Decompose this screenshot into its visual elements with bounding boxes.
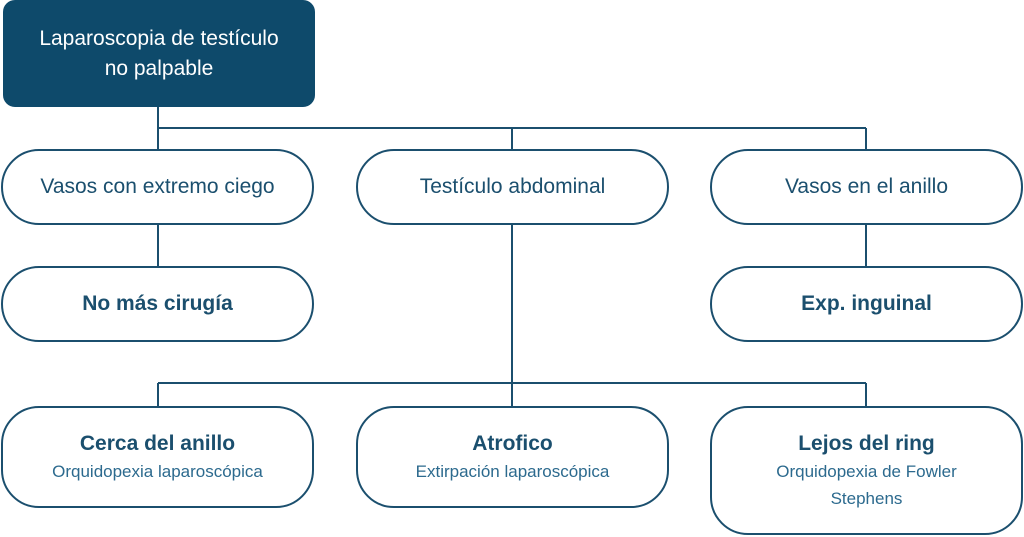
node-label: Vasos con extremo ciego: [40, 175, 275, 198]
root-line-1: Laparoscopia de testículo: [39, 26, 279, 50]
node-subtitle: Orquidopexia laparoscópica: [52, 461, 263, 481]
root-line-2: no palpable: [104, 56, 214, 80]
node-title: Cerca del anillo: [79, 431, 236, 455]
node-exp-inguinal: Exp. inguinal: [710, 266, 1023, 342]
node-title: Lejos del ring: [798, 431, 935, 455]
node-label: Vasos en el anillo: [784, 175, 949, 198]
node-title: Atrofico: [472, 431, 553, 455]
node-subtitle: Extirpación laparoscópica: [415, 461, 610, 481]
node-label: Testículo abdominal: [419, 175, 606, 198]
node-testiculo-abdominal: Testículo abdominal: [356, 149, 669, 225]
root-node: Laparoscopia de testículo no palpable: [3, 0, 315, 107]
node-cerca-del-anillo: Cerca del anillo Orquidopexia laparoscóp…: [1, 406, 314, 508]
node-vasos-extremo-ciego: Vasos con extremo ciego: [1, 149, 314, 225]
node-label: Exp. inguinal: [801, 292, 932, 315]
node-subtitle: Orquidopexia de Fowler Stephens: [776, 461, 957, 508]
node-no-mas-cirugia: No más cirugía: [1, 266, 314, 342]
node-label: No más cirugía: [82, 292, 233, 315]
node-atrofico: Atrofico Extirpación laparoscópica: [356, 406, 669, 508]
node-lejos-del-ring: Lejos del ring Orquidopexia de Fowler St…: [710, 406, 1023, 535]
node-vasos-en-anillo: Vasos en el anillo: [710, 149, 1023, 225]
